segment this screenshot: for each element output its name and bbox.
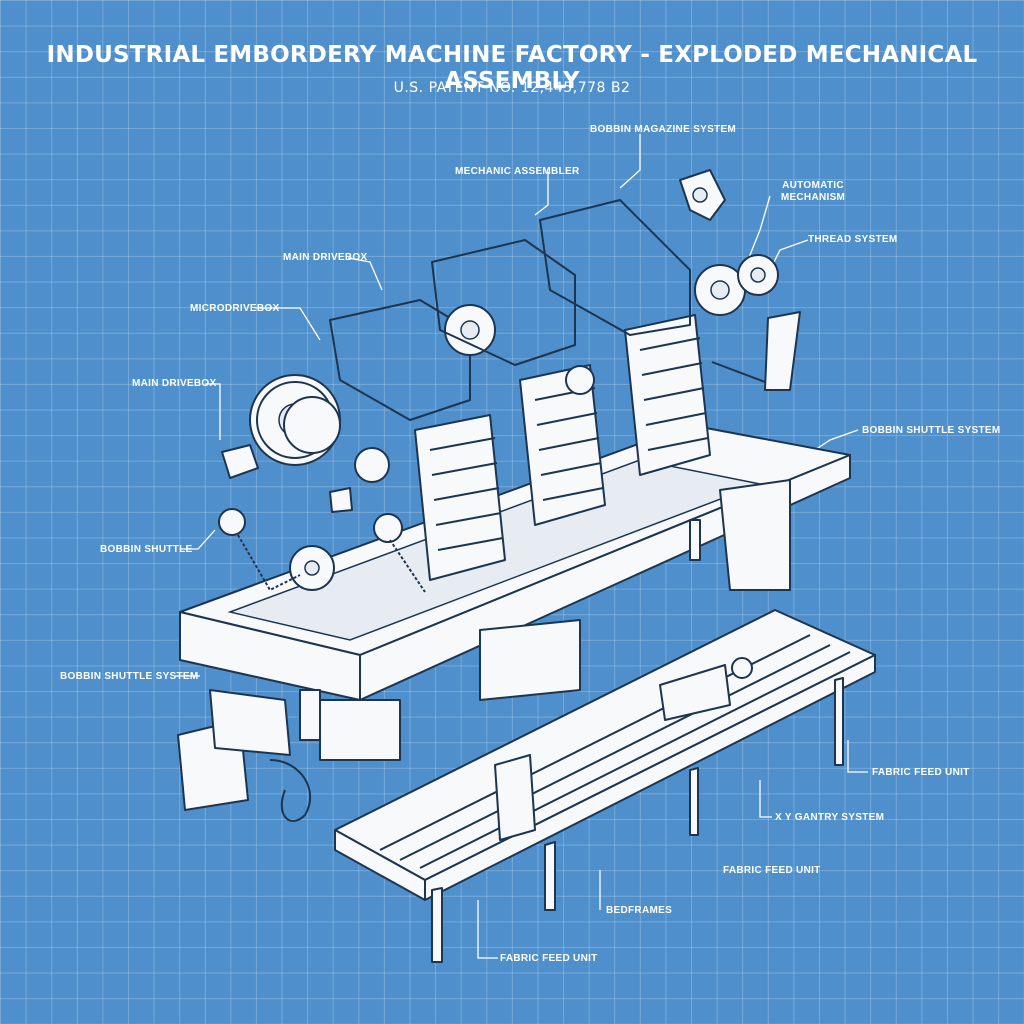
label-automatic-mechanism: AUTOMATIC MECHANISM [780, 180, 846, 203]
label-thread-system: THREAD SYSTEM [808, 234, 898, 245]
embroidery-head-3 [539, 199, 711, 476]
label-fabric-feed-bottom: FABRIC FEED UNIT [500, 953, 598, 964]
label-bobbin-shuttle-left: BOBBIN SHUTTLE [100, 544, 193, 555]
patent-number: U.S. PATENT NO. 12,445,778 B2 [393, 80, 631, 96]
embroidery-head-2 [431, 239, 606, 526]
label-fabric-feed-mid: FABRIC FEED UNIT [723, 865, 821, 876]
label-bobbin-shuttle-system-left: BOBBIN SHUTTLE SYSTEM [60, 671, 199, 682]
label-main-drivebox-top: MAIN DRIVEBOX [283, 252, 368, 263]
gear-large-left [249, 374, 341, 466]
drive-motor [177, 689, 311, 822]
label-bobbin-shuttle-right: BOBBIN SHUTTLE SYSTEM [862, 425, 1001, 436]
label-main-drivebox-left: MAIN DRIVEBOX [132, 378, 217, 389]
link-arm-right [711, 311, 801, 391]
label-bedframes: BEDFRAMES [606, 905, 673, 916]
label-xy-gantry: X Y GANTRY SYSTEM [775, 812, 885, 823]
fabric-feed-conveyor [334, 609, 876, 963]
embroidery-head-1 [329, 299, 506, 581]
small-parts-left [218, 444, 403, 591]
bracket-top-right [679, 169, 726, 221]
chain-drive [237, 534, 426, 593]
leader-lines [175, 134, 868, 959]
machine-frame [179, 424, 851, 761]
label-bobbin-magazine: BOBBIN MAGAZINE SYSTEM [590, 124, 737, 135]
label-fabric-feed-right: FABRIC FEED UNIT [872, 767, 970, 778]
label-mechanic-assembler: MECHANIC ASSEMBLER [455, 166, 580, 177]
label-micro-drive: MICRODRIVEBOX [190, 303, 280, 314]
gear-pair-right [694, 254, 779, 316]
diagram-title: INDUSTRIAL EMBORDERY MACHINE FACTORY - E… [46, 42, 978, 94]
